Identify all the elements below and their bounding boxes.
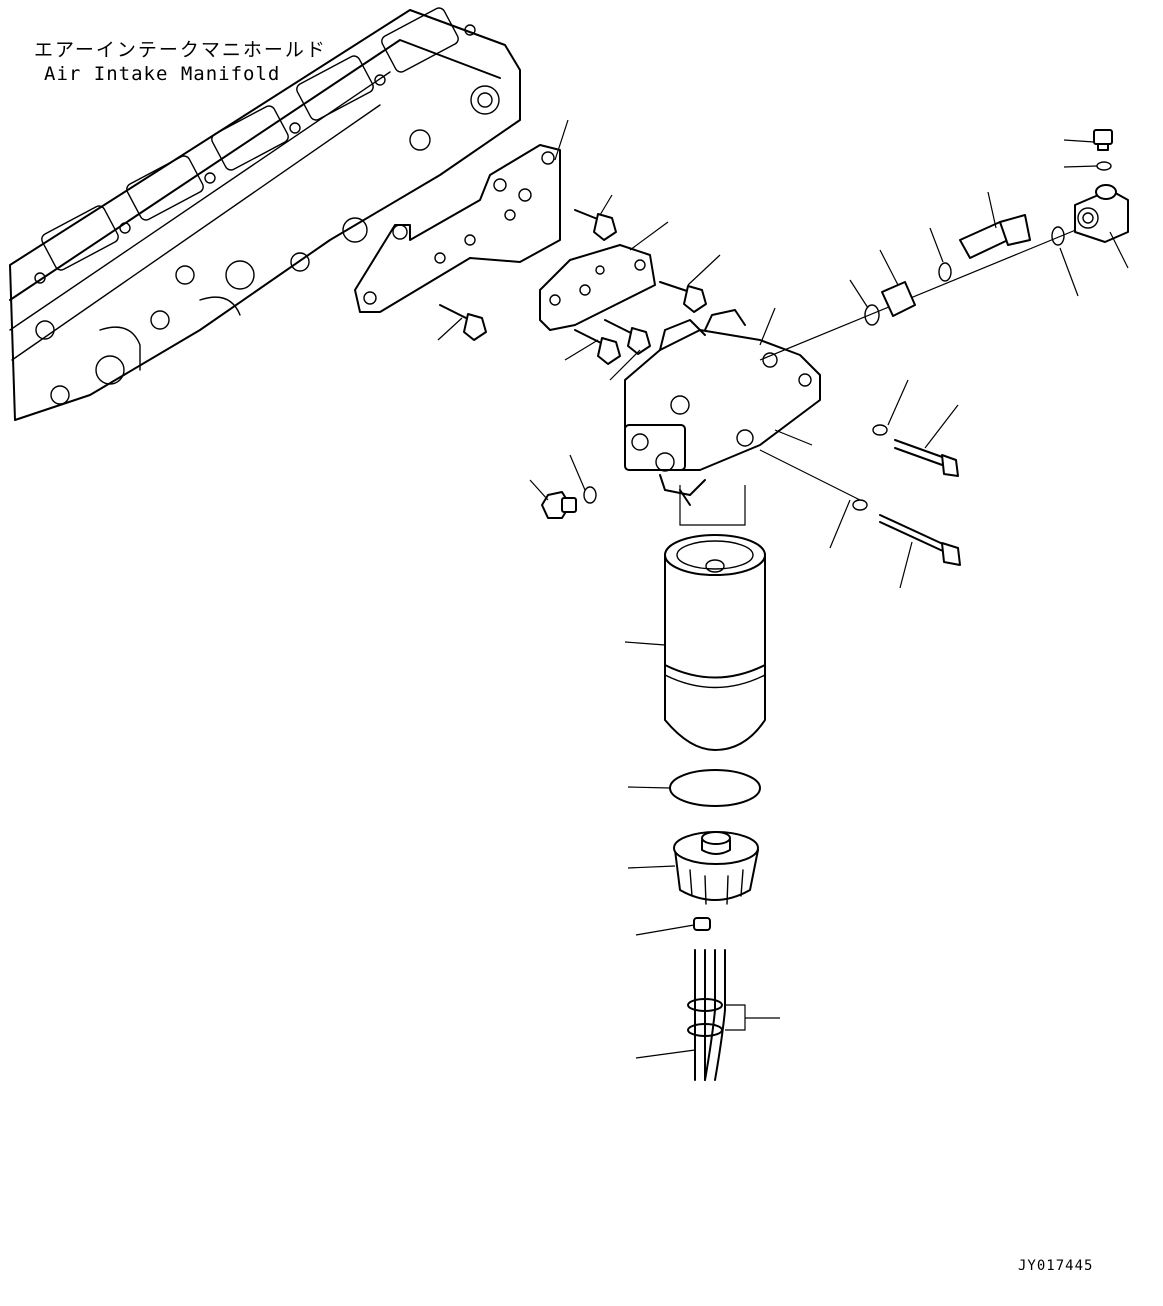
title-japanese: エアーインテークマニホールド [34,39,327,61]
drain-hoses [687,917,746,1081]
fuel-filter-head [624,309,821,506]
title-block: エアーインテークマニホールド Air Intake Manifold [34,38,327,86]
filter-head-bracket [539,244,656,331]
engine-block [9,7,521,421]
fuel-filter-cartridge [664,485,766,751]
drawing-code: JY017445 [1018,1258,1094,1274]
drain-plug [541,486,597,519]
long-bolts [759,424,961,566]
leader-lines [437,119,1129,1059]
bracket-bolts [439,209,707,341]
mounting-bracket [354,144,561,313]
water-separator-bowl [673,831,759,905]
filter-o-ring [669,769,761,807]
filter-bracket-bolts [574,319,651,365]
title-english: Air Intake Manifold [44,63,281,85]
right-fittings [759,129,1129,361]
